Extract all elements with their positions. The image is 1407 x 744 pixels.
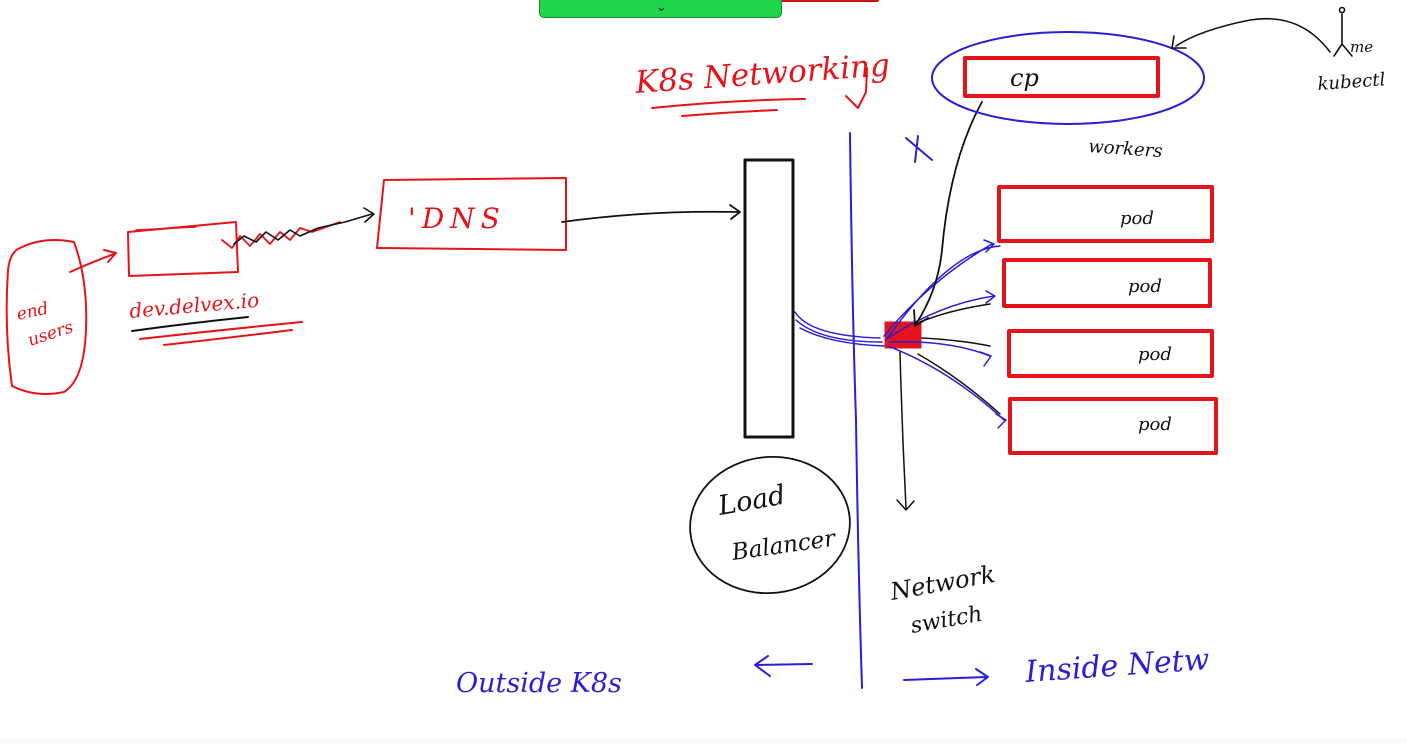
cp-to-switch-arrow	[915, 101, 983, 325]
switch-black-1	[919, 303, 991, 323]
domain-underline-red-2	[163, 329, 293, 346]
outside-arrow	[754, 655, 813, 677]
network-switch-label-1: Network	[887, 560, 997, 606]
pod-label-2: pod	[1128, 276, 1162, 297]
pod-box-4	[1008, 397, 1218, 455]
chevron-down-icon[interactable]: ⌄	[656, 0, 667, 15]
x-mark	[905, 135, 933, 163]
end-users-label-2: users	[25, 317, 76, 351]
switch-down-arrow	[899, 351, 907, 509]
lb-link-1	[794, 311, 881, 339]
me-label: me	[1350, 38, 1373, 56]
load-balancer-ellipse	[689, 455, 851, 595]
network-boundary-line	[849, 132, 863, 689]
lb-link-3	[799, 327, 885, 347]
kubectl-arrowhead	[1171, 35, 1187, 49]
domain-squiggle-red	[221, 221, 341, 249]
domain-box	[127, 221, 239, 277]
users-arrowhead	[103, 249, 117, 263]
dns-to-lb-arrow	[561, 210, 739, 223]
pod-label-4: pod	[1138, 414, 1172, 435]
workers-label: workers	[1088, 136, 1164, 162]
domain-box-top-stroke	[135, 226, 197, 231]
network-switch-label-2: switch	[909, 602, 985, 639]
dns-box	[376, 177, 567, 251]
lb-arrowhead	[729, 204, 741, 220]
kubectl-arrow	[1175, 17, 1331, 53]
bottom-strip	[0, 738, 1407, 744]
cp-label: cp	[1010, 64, 1039, 92]
lb-link-2	[795, 319, 883, 343]
domain-underline-black	[131, 316, 249, 332]
kubectl-label: kubectl	[1317, 69, 1386, 95]
switch-black-3	[917, 353, 1001, 415]
switch-black-2	[921, 337, 991, 347]
cp-box	[963, 56, 1160, 98]
pod-box-2	[1002, 258, 1212, 308]
users-arrow	[69, 253, 115, 273]
domain-underline-red-1	[139, 321, 303, 340]
load-balancer-label-1: Load	[715, 480, 788, 522]
dns-arrowhead	[363, 207, 375, 223]
pod-link-4	[887, 345, 1005, 421]
pod-box-3	[1007, 329, 1214, 378]
pod-link-2	[887, 295, 995, 339]
pod-box-1	[997, 185, 1214, 243]
pod-label-1: pod	[1120, 208, 1154, 229]
load-balancer-bar	[743, 158, 795, 439]
title-underline-2	[681, 109, 778, 117]
pod-link-3-head	[979, 351, 992, 367]
outside-label: Outside K8s	[456, 668, 622, 699]
pod-link-1b	[885, 245, 1001, 341]
end-users-blob	[5, 239, 88, 395]
switch-down-arrowhead	[896, 499, 915, 511]
person-head-icon	[1338, 6, 1346, 14]
toolbar-collapse-tab[interactable]: ⌄	[539, 0, 782, 18]
title-text: K8s Networking	[633, 47, 891, 101]
person-body-icon	[1333, 13, 1353, 57]
domain-squiggle-black	[233, 213, 373, 245]
pod-link-1-head	[983, 239, 995, 253]
end-users-label-1: end	[15, 299, 50, 325]
pod-link-2-head	[985, 290, 996, 304]
control-plane-ellipse	[931, 31, 1205, 125]
title-flourish	[845, 67, 868, 109]
title-underline-1	[651, 98, 806, 109]
load-balancer-label-2: Balancer	[729, 525, 839, 566]
inside-label: Inside Netw	[1023, 642, 1211, 690]
pod-link-4-head	[995, 413, 1007, 429]
pod-label-3: pod	[1138, 344, 1172, 365]
cp-arrowhead	[913, 309, 929, 327]
inside-arrow	[903, 668, 989, 686]
dns-label: 'DNS	[408, 202, 506, 235]
